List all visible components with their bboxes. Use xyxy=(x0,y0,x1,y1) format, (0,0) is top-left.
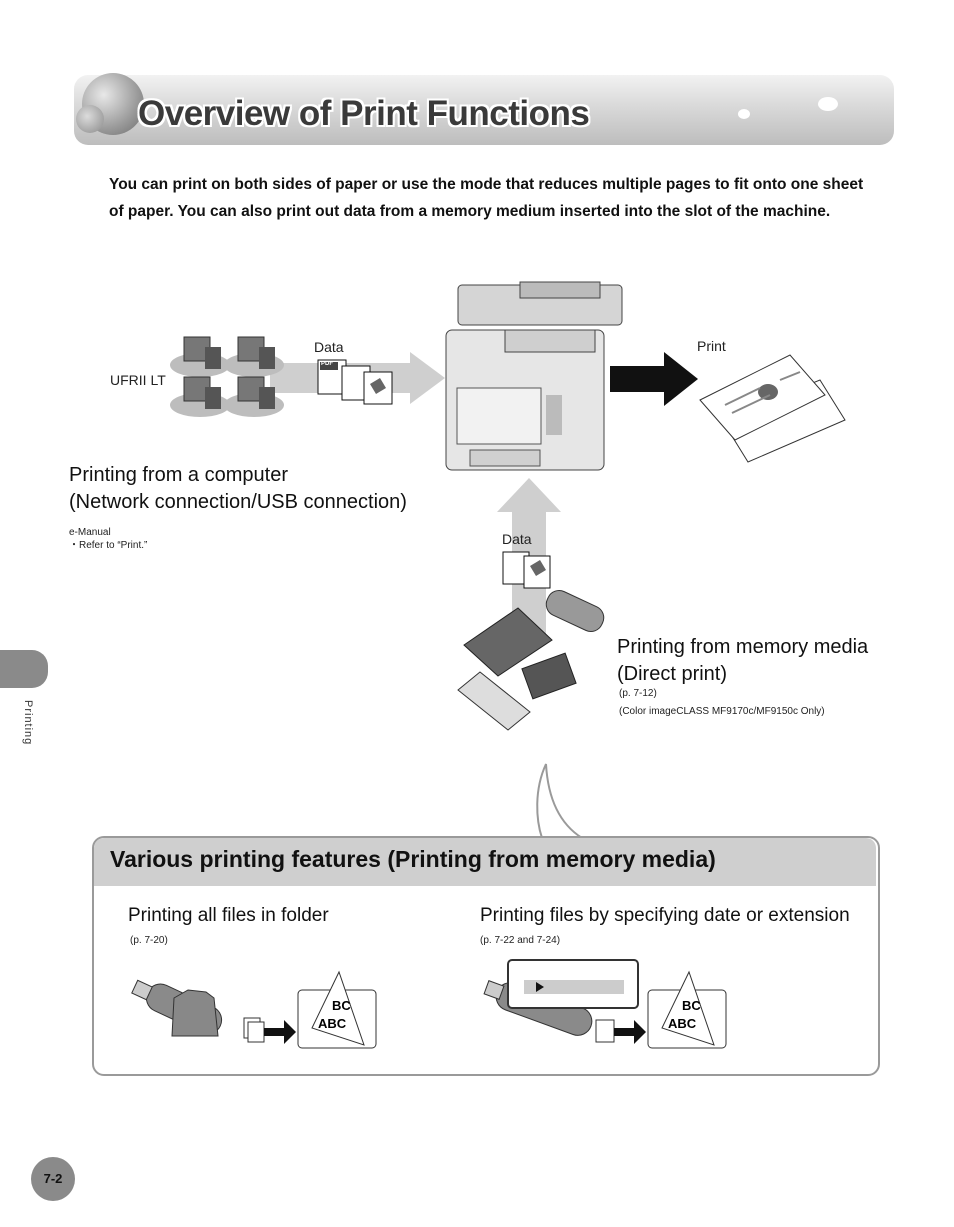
print-overview-diagram xyxy=(170,281,846,731)
svg-text:BC: BC xyxy=(682,998,701,1013)
banner-small-sphere-icon xyxy=(76,105,104,133)
features-illustrations: BC ABC BC ABC xyxy=(131,959,727,1049)
computer-heading-line1: Printing from a computer xyxy=(69,464,288,486)
folder-print-ref: (p. 7-20) xyxy=(130,935,168,946)
memory-heading-line2: (Direct print) xyxy=(617,663,728,685)
page-number: 7-2 xyxy=(31,1157,75,1201)
banner-bubble-icon xyxy=(818,97,838,111)
intro-paragraph: You can print on both sides of paper or … xyxy=(109,176,864,220)
callout-tail xyxy=(536,763,586,839)
document-stack-icon xyxy=(243,1017,265,1043)
data-label-bottom: Data xyxy=(502,531,532,547)
features-title: Various printing features (Printing from… xyxy=(110,846,716,872)
refer-to-print: ・Refer to “Print.” xyxy=(69,540,148,551)
printer-icon xyxy=(445,281,623,471)
printed-paper-icon xyxy=(699,354,846,463)
memory-models-note: (Color imageCLASS MF9170c/MF9150c Only) xyxy=(619,706,825,717)
print-label: Print xyxy=(697,338,726,354)
computer-print-heading: Printing from a computer (Network connec… xyxy=(69,462,407,516)
memory-media-icon xyxy=(457,589,605,731)
folder-print-heading: Printing all files in folder xyxy=(128,905,329,926)
computer-reference: e-Manual ・Refer to “Print.” xyxy=(69,526,147,552)
chapter-tab-label: Printing xyxy=(22,700,34,746)
memory-page-ref: (p. 7-12) xyxy=(619,688,657,699)
banner-bubble-icon xyxy=(738,109,750,119)
pdf-label: PDF xyxy=(321,361,333,367)
svg-text:ABC: ABC xyxy=(318,1016,347,1031)
single-document-icon xyxy=(595,1019,615,1043)
printer-output-icon-right: BC ABC xyxy=(647,970,727,1049)
data-documents-icon xyxy=(317,359,393,405)
computer-heading-line2: (Network connection/USB connection) xyxy=(69,491,407,513)
print-output-arrow xyxy=(610,352,698,406)
title-banner xyxy=(74,73,894,145)
memory-heading-line1: Printing from memory media xyxy=(617,636,869,658)
svg-text:ABC: ABC xyxy=(668,1016,697,1031)
arrow-icon xyxy=(264,1020,296,1044)
arrow-icon-right xyxy=(614,1020,646,1044)
page-title: Overview of Print Functions xyxy=(138,94,590,133)
memory-data-documents-icon xyxy=(502,551,551,589)
printer-output-icon-left: BC ABC xyxy=(297,970,377,1049)
ufr-driver-label: UFRII LT xyxy=(110,372,166,388)
chapter-tab xyxy=(0,650,48,688)
memory-print-heading: Printing from memory media (Direct print… xyxy=(617,634,868,688)
date-extension-heading: Printing files by specifying date or ext… xyxy=(480,905,850,926)
computers-icon xyxy=(170,336,284,417)
date-filter-window-icon xyxy=(507,959,639,1009)
folder-icon xyxy=(171,989,219,1037)
features-header xyxy=(94,838,876,886)
date-extension-ref: (p. 7-22 and 7-24) xyxy=(480,935,561,946)
data-label-top: Data xyxy=(314,339,344,355)
emanual-label: e-Manual xyxy=(69,527,111,538)
svg-text:BC: BC xyxy=(332,998,351,1013)
